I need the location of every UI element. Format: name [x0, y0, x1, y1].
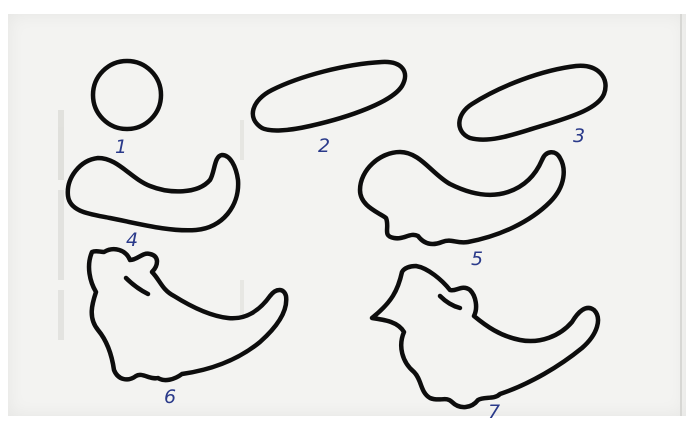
figure-7-eye-curve — [440, 296, 460, 308]
figure-6: 6 — [89, 249, 286, 408]
figure-2-label: 2 — [318, 135, 330, 157]
figure-4-label: 4 — [126, 229, 138, 251]
figure-6-eye-curve — [126, 278, 148, 294]
figure-2-outline — [253, 62, 405, 131]
figure-6-outline — [89, 249, 286, 380]
figure-3-label: 3 — [573, 125, 585, 147]
figure-2: 2 — [253, 62, 405, 157]
figure-5-label: 5 — [471, 248, 483, 270]
figure-7-outline — [372, 266, 598, 407]
figure-1: 1 — [93, 61, 161, 158]
figure-1-outline — [93, 61, 161, 129]
figure-5: 5 — [360, 152, 564, 270]
figure-7: 7 — [372, 266, 598, 423]
figure-5-outline — [360, 152, 564, 244]
figure-7-label: 7 — [488, 401, 500, 423]
figure-4: 4 — [68, 155, 238, 251]
figure-6-label: 6 — [164, 386, 176, 408]
figure-1-label: 1 — [115, 136, 127, 158]
figure-3: 3 — [459, 66, 605, 147]
figure-4-outline — [68, 155, 238, 230]
